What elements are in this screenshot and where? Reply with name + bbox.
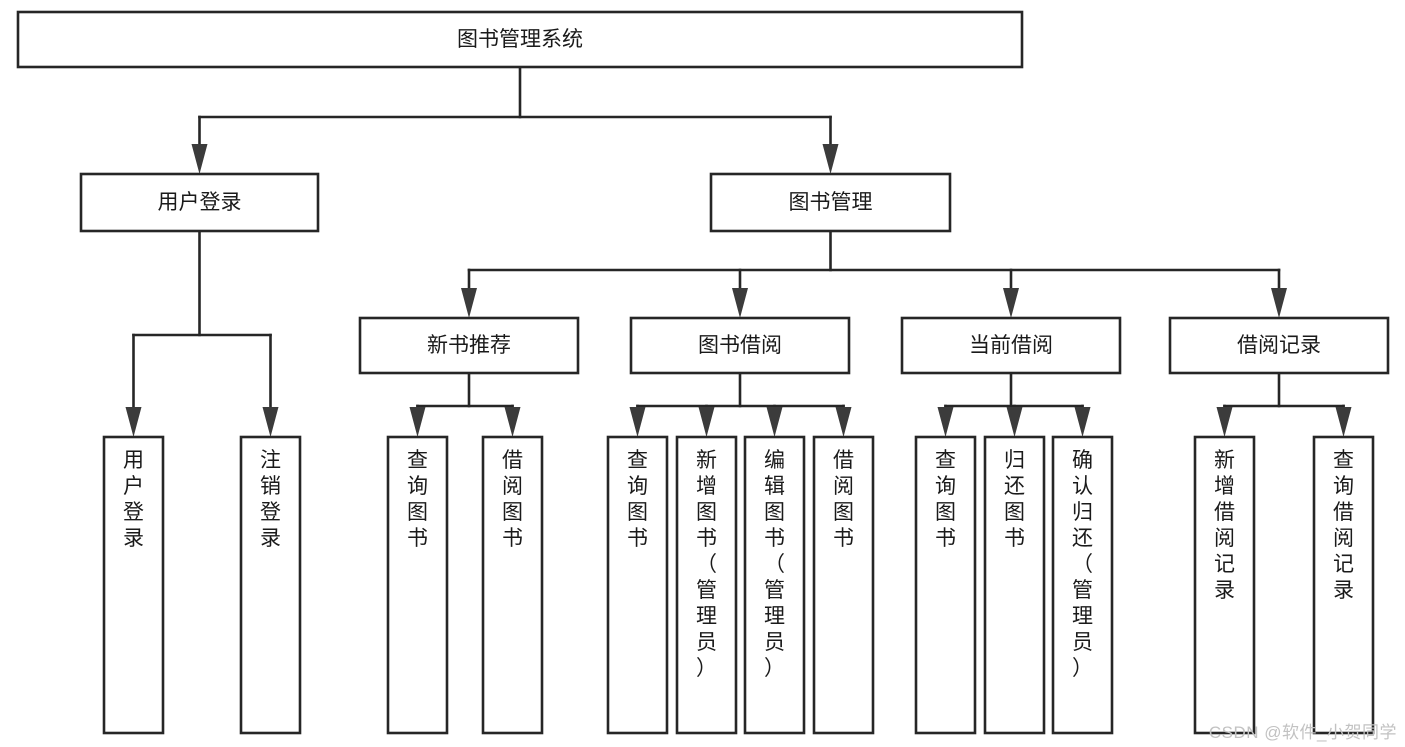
node-label-current-borrow: 当前借阅 <box>969 334 1053 357</box>
arrow-head-leaf-return-book <box>1006 407 1023 437</box>
node-label-leaf-edit-book: 编辑图书（管理员） <box>764 449 785 680</box>
node-label-leaf-add-record: 新增借阅记录 <box>1214 449 1235 602</box>
node-user-login[interactable]: 用户登录 <box>79 172 320 233</box>
arrow-head-leaf-query-record <box>1335 407 1352 437</box>
node-box-book-borrow[interactable] <box>629 316 851 375</box>
arrow-head-book-borrow <box>732 288 748 318</box>
node-box-leaf-add-book[interactable] <box>675 435 738 735</box>
node-label-leaf-add-book: 新增图书（管理员） <box>696 449 717 680</box>
node-label-book-manage: 图书管理 <box>789 191 873 214</box>
node-box-leaf-add-record[interactable] <box>1193 435 1256 735</box>
arrow-head-leaf-add-record <box>1216 407 1233 437</box>
node-box-leaf-query-record[interactable] <box>1312 435 1375 735</box>
node-label-new-book-rec: 新书推荐 <box>427 334 511 357</box>
node-box-current-borrow[interactable] <box>900 316 1122 375</box>
node-label-leaf-query-book-3: 查询图书 <box>935 449 956 550</box>
node-box-leaf-query-book-1[interactable] <box>386 435 449 735</box>
node-layer: 图书管理系统用户登录图书管理新书推荐图书借阅当前借阅借阅记录用户登录注销登录查询… <box>16 10 1390 735</box>
arrow-head-leaf-query-book-1 <box>409 407 426 437</box>
node-leaf-edit-book[interactable]: 编辑图书（管理员） <box>743 435 806 735</box>
node-box-leaf-confirm-return[interactable] <box>1051 435 1114 735</box>
node-box-leaf-query-book-3[interactable] <box>914 435 977 735</box>
node-current-borrow[interactable]: 当前借阅 <box>900 316 1122 375</box>
node-leaf-logout[interactable]: 注销登录 <box>239 435 302 735</box>
node-box-leaf-user-login[interactable] <box>102 435 165 735</box>
node-label-leaf-logout: 注销登录 <box>260 449 281 550</box>
arrow-head-leaf-logout <box>262 407 279 437</box>
node-box-borrow-record[interactable] <box>1168 316 1390 375</box>
node-label-user-login: 用户登录 <box>158 191 242 214</box>
arrow-head-current-borrow <box>1003 288 1019 318</box>
node-leaf-borrow-book-1[interactable]: 借阅图书 <box>481 435 544 735</box>
connector-layer <box>125 65 1352 437</box>
node-box-leaf-edit-book[interactable] <box>743 435 806 735</box>
node-label-leaf-borrow-book-2: 借阅图书 <box>833 449 854 550</box>
node-label-borrow-record: 借阅记录 <box>1237 334 1321 357</box>
node-label-leaf-user-login: 用户登录 <box>123 449 144 550</box>
arrow-head-leaf-edit-book <box>766 407 783 437</box>
node-label-leaf-query-record: 查询借阅记录 <box>1333 449 1354 602</box>
arrow-head-borrow-record <box>1271 288 1287 318</box>
node-leaf-query-record[interactable]: 查询借阅记录 <box>1312 435 1375 735</box>
node-book-borrow[interactable]: 图书借阅 <box>629 316 851 375</box>
node-leaf-user-login[interactable]: 用户登录 <box>102 435 165 735</box>
node-box-book-manage[interactable] <box>709 172 952 233</box>
node-leaf-confirm-return[interactable]: 确认归还（管理员） <box>1051 435 1114 735</box>
watermark-label: CSDN @软件_小贺同学 <box>1208 723 1397 742</box>
arrow-head-leaf-borrow-book-1 <box>504 407 521 437</box>
node-leaf-borrow-book-2[interactable]: 借阅图书 <box>812 435 875 735</box>
node-label-leaf-query-book-2: 查询图书 <box>627 449 648 550</box>
node-label-leaf-confirm-return: 确认归还（管理员） <box>1072 449 1093 680</box>
arrow-head-leaf-borrow-book-2 <box>835 407 852 437</box>
arrow-head-leaf-confirm-return <box>1074 407 1091 437</box>
node-leaf-query-book-2[interactable]: 查询图书 <box>606 435 669 735</box>
node-box-leaf-query-book-2[interactable] <box>606 435 669 735</box>
node-box-leaf-logout[interactable] <box>239 435 302 735</box>
node-box-new-book-rec[interactable] <box>358 316 580 375</box>
node-label-leaf-query-book-1: 查询图书 <box>407 449 428 550</box>
node-root[interactable]: 图书管理系统 <box>16 10 1024 69</box>
node-box-leaf-return-book[interactable] <box>983 435 1046 735</box>
node-leaf-query-book-1[interactable]: 查询图书 <box>386 435 449 735</box>
node-label-leaf-borrow-book-1: 借阅图书 <box>502 449 523 550</box>
node-leaf-add-book[interactable]: 新增图书（管理员） <box>675 435 738 735</box>
node-borrow-record[interactable]: 借阅记录 <box>1168 316 1390 375</box>
arrow-head-leaf-query-book-2 <box>629 407 646 437</box>
node-label-root: 图书管理系统 <box>457 28 583 51</box>
node-label-leaf-return-book: 归还图书 <box>1004 449 1025 550</box>
node-box-leaf-borrow-book-1[interactable] <box>481 435 544 735</box>
arrow-head-book-manage <box>822 144 839 174</box>
arrow-head-user-login <box>191 144 208 174</box>
arrow-head-leaf-add-book <box>698 407 715 437</box>
arrow-head-leaf-query-book-3 <box>937 407 954 437</box>
node-label-book-borrow: 图书借阅 <box>698 334 782 357</box>
node-leaf-return-book[interactable]: 归还图书 <box>983 435 1046 735</box>
arrow-head-new-book-rec <box>461 288 477 318</box>
node-box-root[interactable] <box>16 10 1024 69</box>
node-book-manage[interactable]: 图书管理 <box>709 172 952 233</box>
node-new-book-rec[interactable]: 新书推荐 <box>358 316 580 375</box>
node-leaf-add-record[interactable]: 新增借阅记录 <box>1193 435 1256 735</box>
arrow-head-leaf-user-login <box>125 407 142 437</box>
node-box-user-login[interactable] <box>79 172 320 233</box>
node-box-leaf-borrow-book-2[interactable] <box>812 435 875 735</box>
node-leaf-query-book-3[interactable]: 查询图书 <box>914 435 977 735</box>
